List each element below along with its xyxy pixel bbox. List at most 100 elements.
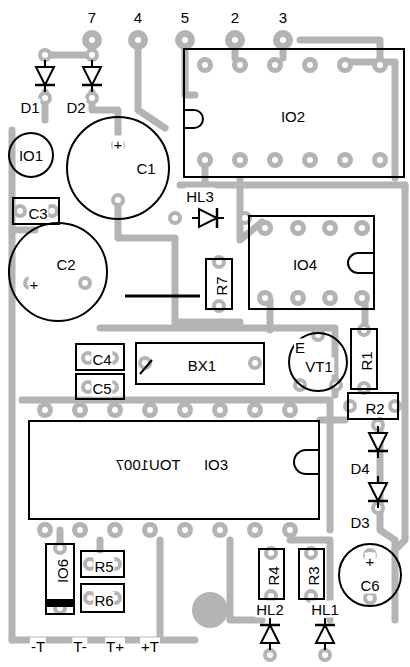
pad <box>72 522 88 538</box>
pad <box>177 522 193 538</box>
pad-hole <box>115 197 121 203</box>
pad <box>357 323 371 337</box>
component-outline: IO4 <box>248 215 375 310</box>
pad-copper <box>311 328 325 342</box>
pad <box>343 399 357 413</box>
pad-hole <box>49 208 55 214</box>
solder-pads <box>13 30 402 662</box>
pad-copper <box>232 57 248 73</box>
ic-notch <box>348 253 374 273</box>
pad-copper <box>197 57 213 73</box>
pad-copper <box>322 220 338 236</box>
pad-copper <box>388 399 402 413</box>
part-name: D3 <box>349 514 370 531</box>
pad-hole <box>295 225 301 231</box>
pad-copper <box>168 211 182 225</box>
pad <box>175 30 195 50</box>
diode-lead <box>269 618 271 650</box>
component-label: R4 <box>265 565 282 586</box>
pad-copper <box>177 402 193 418</box>
circle-outline-path <box>67 117 169 219</box>
component-label: IO2 <box>280 108 306 125</box>
circle-outline-path <box>339 544 401 606</box>
component-label: + <box>113 136 124 153</box>
pad <box>267 152 283 168</box>
pad-copper <box>372 152 388 168</box>
pad-copper <box>354 220 370 236</box>
pad <box>212 402 228 418</box>
pad-hole <box>252 360 258 366</box>
pad-copper <box>273 30 293 50</box>
pad-hole <box>308 550 314 556</box>
pad <box>37 522 53 538</box>
pad-hole <box>89 95 95 101</box>
pad-hole <box>377 62 383 68</box>
pad-hole <box>182 527 188 533</box>
pad-hole <box>359 225 365 231</box>
pad-copper <box>372 57 388 73</box>
part-name: HL2 <box>255 601 285 618</box>
diode-symbol <box>368 426 388 458</box>
component-label: IO1 <box>18 147 44 164</box>
pad-copper <box>85 48 99 62</box>
silkscreen <box>35 60 388 650</box>
pad-copper <box>72 402 88 418</box>
component-label: E <box>294 339 306 356</box>
pad-hole <box>89 52 95 58</box>
pad-hole <box>252 527 258 533</box>
pad <box>263 648 277 662</box>
pad-hole <box>307 157 313 163</box>
component-label: C4 <box>91 351 112 368</box>
component-outline: IO2 <box>183 48 405 178</box>
pad-hole <box>367 595 373 601</box>
diode-symbol <box>35 60 55 92</box>
pad <box>267 57 283 73</box>
pad-hole <box>327 295 333 301</box>
pad-hole <box>327 225 333 231</box>
pad-copper <box>282 402 298 418</box>
component-label: IO4 <box>292 256 318 273</box>
pin-number: 5 <box>180 9 190 26</box>
pad-hole <box>82 280 88 286</box>
pad-hole <box>287 527 293 533</box>
pad-copper <box>357 323 371 337</box>
pad-hole <box>112 527 118 533</box>
diode-triangle <box>199 209 217 227</box>
ic-notch <box>184 110 203 128</box>
pad-copper <box>38 48 52 62</box>
component-label: R5 <box>93 558 114 575</box>
pad <box>212 522 228 538</box>
pad-copper <box>197 152 213 168</box>
component-label: C6 <box>359 577 380 594</box>
component-label: IO3 <box>203 456 229 473</box>
pad-copper <box>142 402 158 418</box>
pad-hole <box>202 157 208 163</box>
pad-copper <box>302 57 318 73</box>
diode-symbol <box>368 476 388 508</box>
component-label: TOU1007 <box>115 456 182 473</box>
pad-hole <box>17 208 23 214</box>
pad-copper <box>212 299 226 313</box>
circle-outline-path <box>9 133 53 177</box>
pad <box>302 152 318 168</box>
diode-symbol <box>192 208 224 228</box>
round-component: C2+ <box>8 222 108 322</box>
pad <box>273 30 293 50</box>
component-outline: R3 <box>298 548 325 600</box>
wire-jumper <box>125 295 200 298</box>
pad <box>142 522 158 538</box>
pad <box>168 211 182 225</box>
pad-hole <box>268 550 274 556</box>
pad-hole <box>307 62 313 68</box>
diode-lead <box>324 618 326 650</box>
part-name: D1 <box>19 99 40 116</box>
round-component: IO1 <box>8 132 54 178</box>
circle-outline-path <box>289 333 347 391</box>
diode-symbol <box>260 618 280 650</box>
component-label: C1 <box>135 160 156 177</box>
pad-hole <box>85 355 91 361</box>
pad-copper <box>85 91 99 105</box>
pad <box>13 204 27 218</box>
pad <box>197 152 213 168</box>
diode-lead <box>44 60 46 92</box>
